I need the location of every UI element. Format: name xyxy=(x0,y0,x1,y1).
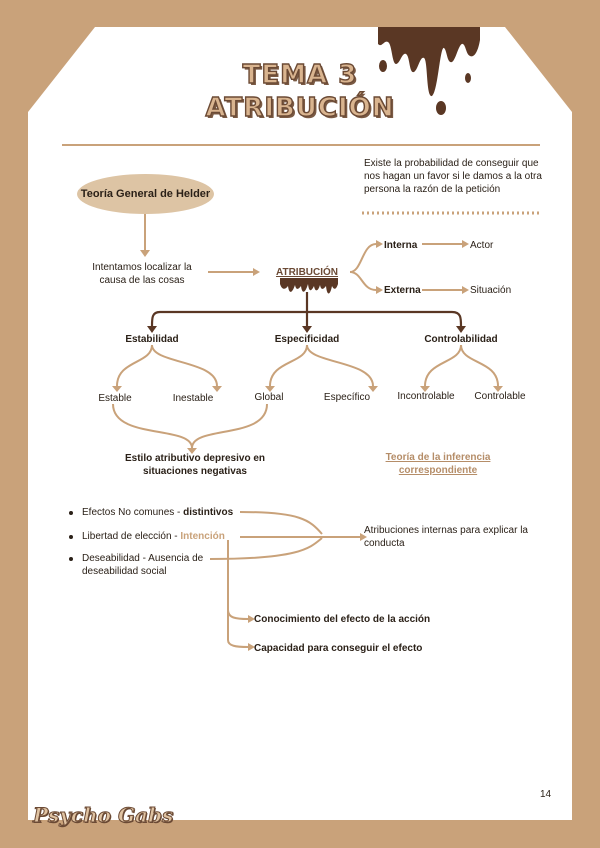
internal-attributions-text: Atribuciones internas para explicar la c… xyxy=(364,524,544,550)
bullet-item-desirability: Deseabilidad - Ausencia de deseabilidad … xyxy=(82,552,212,578)
global-text: Global xyxy=(236,391,302,404)
specificity-label: Especificidad xyxy=(255,333,359,346)
bullet-dot xyxy=(69,511,73,515)
depressive-style-text: Estilo atributivo depresivo en situacion… xyxy=(115,452,275,478)
capacity-text: Capacidad para conseguir el efecto xyxy=(254,642,422,655)
uncontrollable-text: Incontrolable xyxy=(386,390,466,403)
bullet-item-noncommon: Efectos No comunes - distintivos xyxy=(82,506,233,519)
stability-label: Estabilidad xyxy=(100,333,204,346)
brand-logo: Psycho Gabs xyxy=(33,803,173,827)
page-title-line2: ATRIBUCIÓN xyxy=(200,93,400,123)
internal-label: Interna xyxy=(384,239,417,252)
theory-pill: Teoría General de Helder xyxy=(77,174,214,214)
stable-text: Estable xyxy=(82,392,148,405)
inference-theory-title: Teoría de la inferencia correspondiente xyxy=(370,451,506,477)
specific-text: Específico xyxy=(314,391,380,404)
note-top-right: Existe la probabilidad de conseguir que … xyxy=(364,157,542,196)
bullet-item-freedom: Libertad de elección - Intención xyxy=(82,530,225,543)
controllable-text: Controlable xyxy=(464,390,536,403)
page-title-line1: TEMA 3 xyxy=(200,60,400,90)
page-number: 14 xyxy=(540,788,551,801)
unstable-text: Inestable xyxy=(160,392,226,405)
knowledge-text: Conocimiento del efecto de la acción xyxy=(254,613,430,626)
localize-text: Intentamos localizar la causa de las cos… xyxy=(87,261,197,287)
controllability-label: Controlabilidad xyxy=(409,333,513,346)
attribution-node: ATRIBUCIÓN xyxy=(272,266,342,279)
external-label: Externa xyxy=(384,284,421,297)
bullet-dot xyxy=(69,557,73,561)
internal-result: Actor xyxy=(470,239,493,252)
bullet-dot xyxy=(69,535,73,539)
external-result: Situación xyxy=(470,284,511,297)
